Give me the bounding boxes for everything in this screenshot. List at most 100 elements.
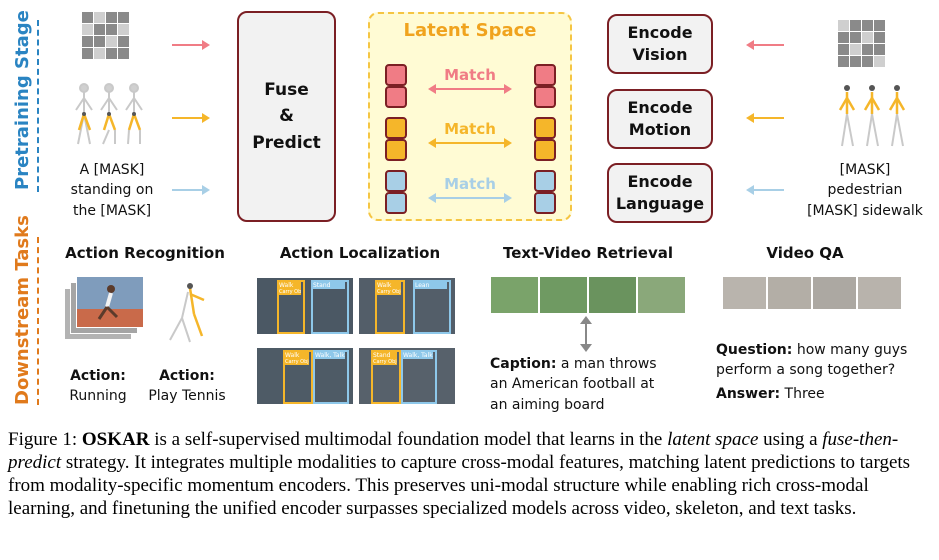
encoder-line: Encode bbox=[627, 23, 693, 43]
pretraining-stage-label: Pretraining Stage bbox=[12, 10, 33, 190]
encoder-line: Vision bbox=[632, 45, 688, 64]
video-qa-title: Video QA bbox=[766, 244, 844, 262]
masked-text-left: A [MASK] standing on the [MASK] bbox=[62, 160, 162, 221]
qa-answer: Answer: Three bbox=[716, 386, 916, 402]
action-value: Running bbox=[69, 388, 127, 405]
answer-value: Three bbox=[784, 386, 825, 402]
qa-frame bbox=[857, 276, 902, 310]
retrieval-frame bbox=[588, 276, 637, 314]
caption-text: is a self-supervised multimodal foundati… bbox=[149, 429, 668, 450]
caption-model-name: OSKAR bbox=[81, 429, 150, 450]
bbox-tag: Stand bbox=[313, 282, 345, 289]
caption-value: a man throws an American football at an … bbox=[490, 356, 657, 413]
retrieval-frame bbox=[539, 276, 588, 314]
latent-token bbox=[385, 192, 407, 214]
action-value: Play Tennis bbox=[148, 388, 226, 405]
caption-prefix: Figure 1: bbox=[8, 429, 82, 450]
retrieval-double-arrow bbox=[580, 316, 592, 352]
bbox-tag: Walk bbox=[377, 282, 401, 289]
latent-token bbox=[534, 192, 556, 214]
encoder-line: Encode bbox=[627, 98, 693, 118]
fuse-line: Fuse bbox=[264, 79, 309, 100]
masked-text-line: [MASK] bbox=[839, 162, 891, 178]
downstream-tasks-label: Downstream Tasks bbox=[12, 215, 33, 405]
match-vision-arrow bbox=[428, 84, 512, 94]
retrieval-frame bbox=[490, 276, 539, 314]
vision-target-arrow bbox=[746, 40, 784, 50]
encoder-line: Encode bbox=[627, 172, 693, 192]
caption-text: using a bbox=[758, 429, 823, 450]
latent-token bbox=[534, 117, 556, 139]
masked-text-line: A [MASK] bbox=[79, 162, 145, 178]
bbox-talker: Walk, Talk bbox=[313, 350, 349, 404]
bbox-tag: Walk, Talk bbox=[315, 352, 345, 359]
vision-input-arrow bbox=[172, 40, 210, 50]
bbox-tag: Carry Object bbox=[279, 289, 301, 295]
caption-emphasis: latent space bbox=[667, 429, 759, 450]
qa-frame bbox=[767, 276, 812, 310]
bbox-tag: Walk, Talk bbox=[403, 352, 433, 359]
bbox-leaner: Lean bbox=[413, 280, 451, 334]
latent-token bbox=[534, 64, 556, 86]
masked-skeleton-icon bbox=[75, 83, 143, 145]
fuse-line: & bbox=[279, 106, 294, 127]
bbox-tag: Carry Object bbox=[377, 289, 401, 295]
latent-token bbox=[534, 86, 556, 108]
latent-token bbox=[534, 170, 556, 192]
match-motion-arrow bbox=[428, 138, 512, 148]
language-input-arrow bbox=[172, 185, 210, 195]
retrieval-frame bbox=[637, 276, 686, 314]
tennis-skeleton-icon bbox=[169, 283, 205, 343]
motion-input-arrow bbox=[172, 113, 210, 123]
latent-token bbox=[385, 170, 407, 192]
runner-icon bbox=[77, 285, 143, 327]
latent-token bbox=[385, 139, 407, 161]
action-localization-title: Action Localization bbox=[279, 244, 441, 262]
action-running-label: Action: Running bbox=[58, 366, 138, 407]
masked-video-frames-icon bbox=[82, 12, 129, 59]
masked-skeleton-icon bbox=[838, 85, 906, 147]
masked-text-right: [MASK] pedestrian [MASK] sidewalk bbox=[800, 160, 930, 221]
encoder-line: Language bbox=[615, 194, 705, 213]
running-video-frame bbox=[76, 276, 144, 328]
action-recognition-title: Action Recognition bbox=[65, 244, 225, 262]
masked-text-line: standing on bbox=[70, 182, 154, 199]
latent-token bbox=[534, 139, 556, 161]
bbox-tag: Carry Object bbox=[285, 359, 309, 365]
motion-target-arrow bbox=[746, 113, 784, 123]
fuse-predict-box: Fuse & Predict bbox=[237, 11, 336, 222]
fuse-line: Predict bbox=[252, 132, 321, 153]
match-vision-label: Match bbox=[444, 66, 496, 84]
caption-key: Caption: bbox=[490, 356, 557, 372]
action-tennis-label: Action: Play Tennis bbox=[142, 366, 232, 407]
masked-video-frames-icon bbox=[838, 20, 885, 67]
qa-frame bbox=[812, 276, 857, 310]
question-key: Question: bbox=[716, 342, 793, 358]
latent-space-title: Latent Space bbox=[403, 20, 537, 41]
latent-token bbox=[385, 86, 407, 108]
downstream-divider bbox=[37, 237, 39, 405]
qa-question: Question: how many guys perform a song t… bbox=[716, 340, 916, 381]
bbox-tag: Lean bbox=[415, 282, 447, 289]
match-motion-label: Match bbox=[444, 120, 496, 138]
retrieval-caption: Caption: a man throws an American footba… bbox=[490, 354, 670, 415]
bbox-tag: Carry Object bbox=[373, 359, 397, 365]
language-target-arrow bbox=[746, 185, 784, 195]
masked-text-line: pedestrian bbox=[827, 182, 903, 199]
bbox-tag: Walk bbox=[279, 282, 301, 289]
answer-key: Answer: bbox=[716, 386, 781, 402]
bbox-tag: Stand bbox=[373, 352, 397, 359]
masked-text-line: the [MASK] bbox=[72, 202, 152, 219]
match-language-arrow bbox=[428, 193, 512, 203]
action-key: Action: bbox=[159, 368, 215, 384]
